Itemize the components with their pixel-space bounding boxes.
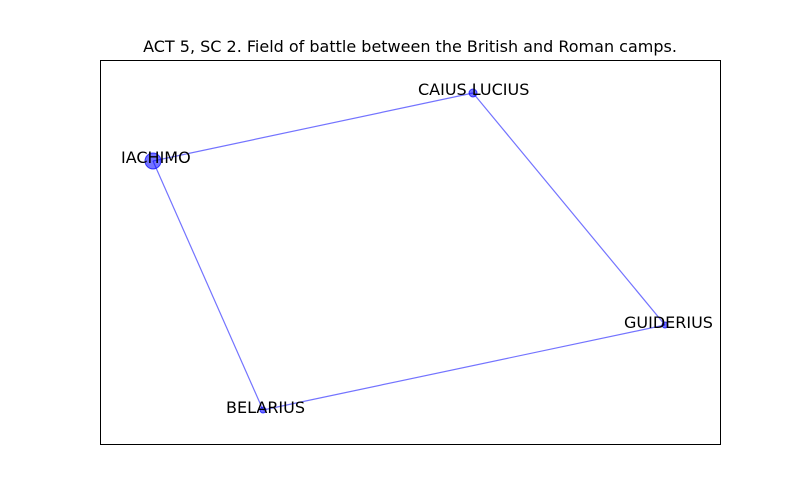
plot-frame — [100, 60, 721, 445]
node-caius-lucius — [468, 88, 478, 98]
node-iachimo — [144, 152, 162, 170]
edge-guiderius-belarius — [262, 324, 666, 411]
nodes-layer — [144, 88, 669, 414]
node-label-iachimo: IACHIMO — [121, 148, 191, 167]
labels-layer: IACHIMO CAIUS LUCIUS GUIDERIUS BELARIUS — [121, 80, 713, 417]
node-belarius — [259, 406, 267, 414]
edge-caius-lucius-guiderius — [472, 92, 666, 326]
node-label-belarius: BELARIUS — [226, 398, 305, 417]
edge-belarius-iachimo — [152, 160, 264, 411]
diagram-title: ACT 5, SC 2. Field of battle between the… — [143, 37, 677, 56]
edge-iachimo-caius-lucius — [152, 92, 474, 162]
edges-layer — [152, 92, 666, 411]
node-label-guiderius: GUIDERIUS — [624, 313, 713, 332]
node-label-caius-lucius: CAIUS LUCIUS — [418, 80, 529, 99]
node-guiderius — [661, 321, 669, 329]
